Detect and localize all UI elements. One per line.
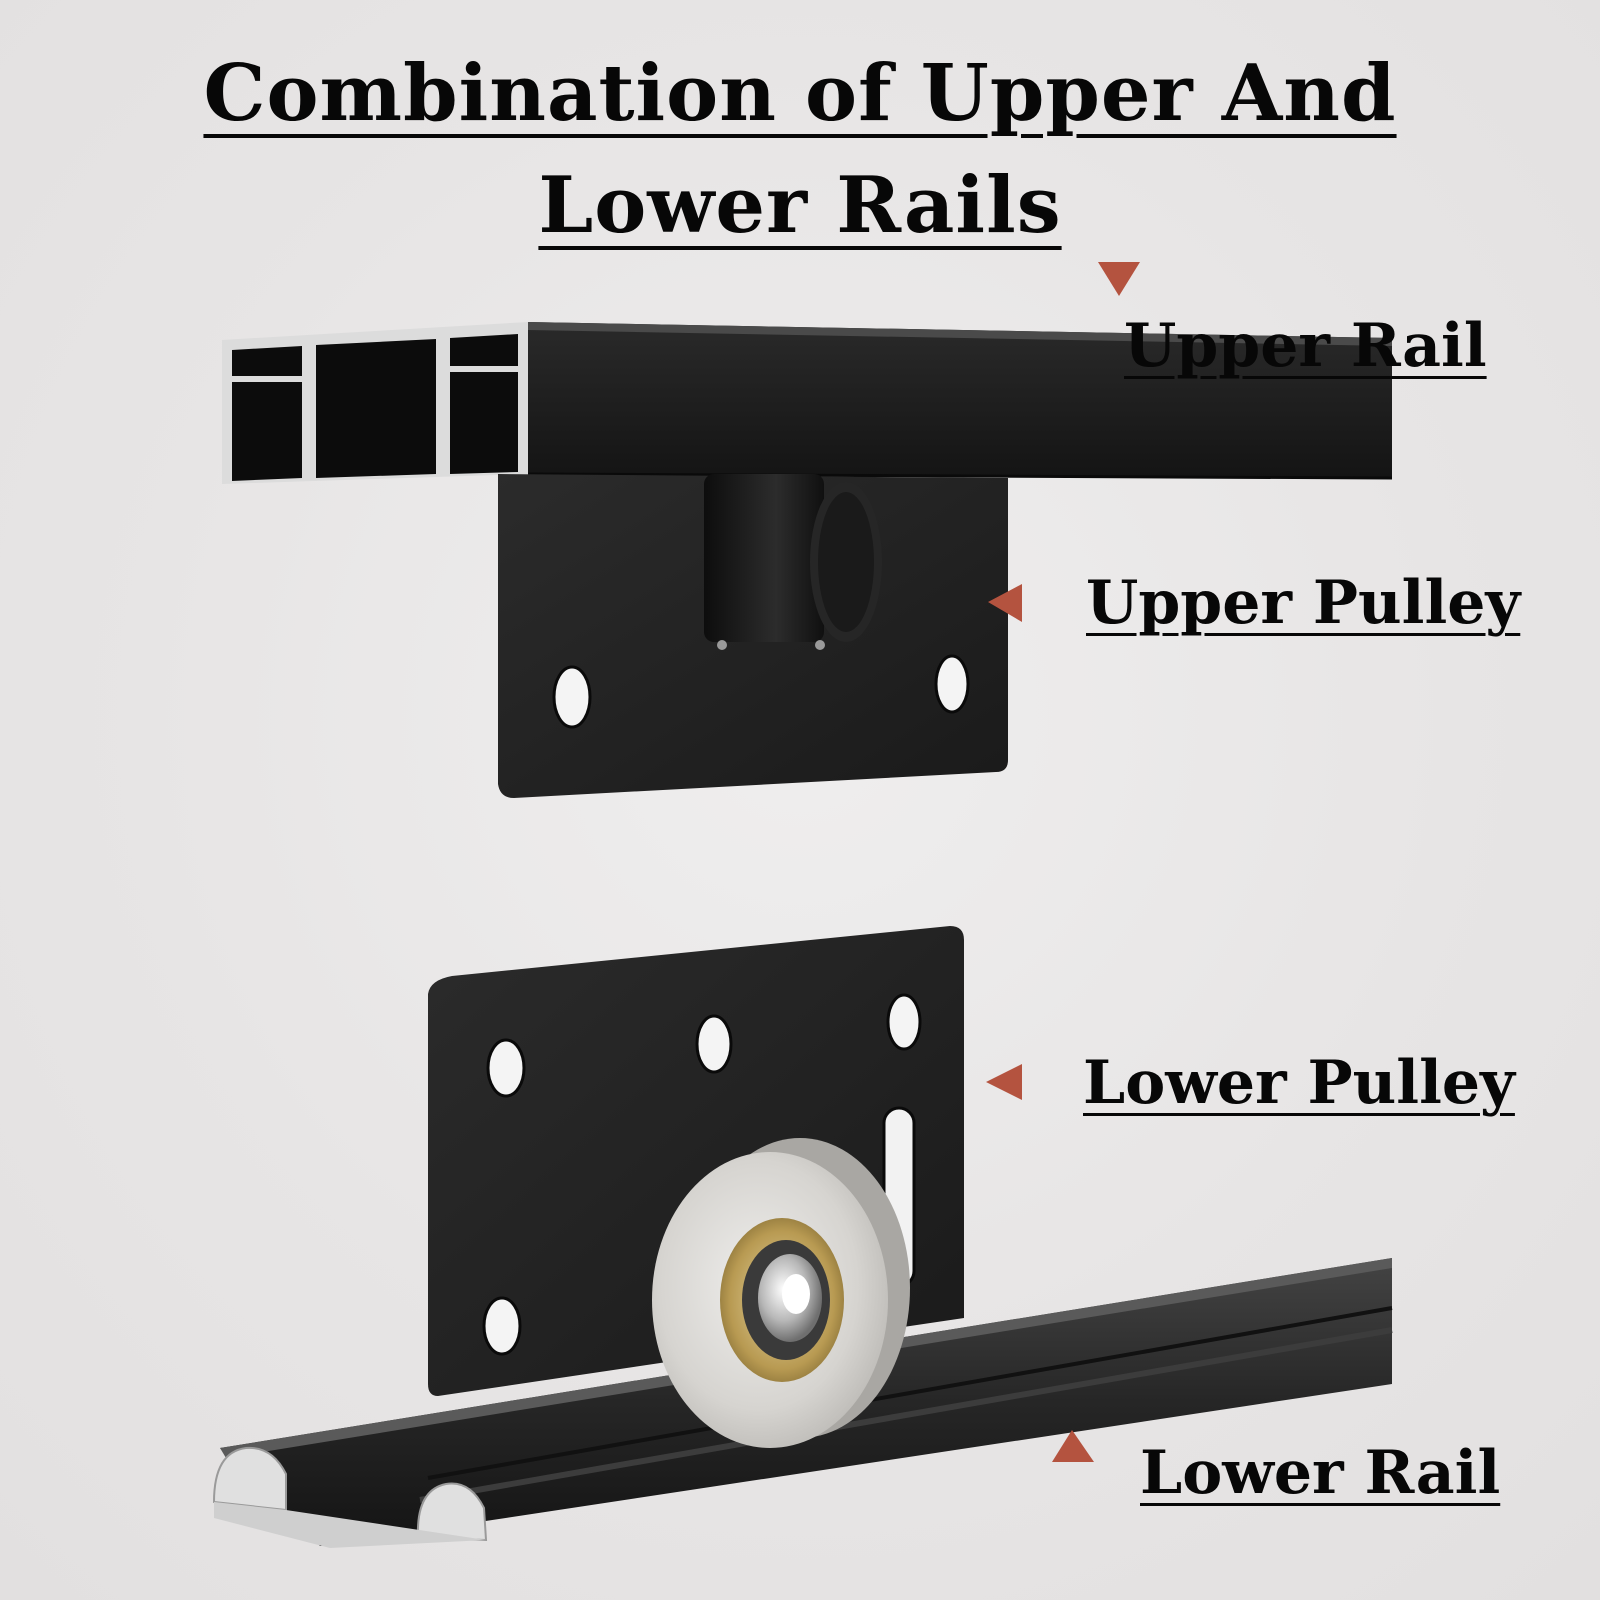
page-title: Combination of Upper And Lower Rails	[203, 48, 1397, 251]
lower-pulley-hole-3	[886, 993, 922, 1051]
upper-pulley-roller-body	[704, 474, 824, 642]
lower-pulley-wheel	[652, 1138, 910, 1448]
lower-pulley-hole-2	[695, 1014, 733, 1074]
upper-rail-channel-2	[316, 339, 436, 478]
upper-pulley	[498, 474, 1008, 798]
lower-rail-profile	[212, 1446, 287, 1512]
upper-rail	[222, 322, 1393, 484]
upper-rail-body	[528, 322, 1392, 478]
triangle-left-icon	[986, 1064, 1022, 1100]
label-lower-pulley: Lower Pulley	[1083, 1048, 1515, 1118]
title-block: Combination of Upper And Lower Rails	[60, 38, 1540, 262]
triangle-up-icon	[1052, 1430, 1094, 1462]
triangle-left-icon	[988, 584, 1022, 622]
label-upper-pulley: Upper Pulley	[1086, 568, 1521, 638]
upper-rail-top-face	[528, 322, 1392, 346]
lower-pulley-hole-1	[486, 1038, 526, 1098]
upper-rail-channel-3	[450, 334, 518, 474]
label-upper-rail: Upper Rail	[1124, 311, 1487, 381]
label-lower-rail: Lower Rail	[1140, 1438, 1501, 1508]
lower-pulley-hole-4	[482, 1296, 522, 1356]
upper-rail-channel-1	[232, 346, 302, 481]
triangle-down-icon	[1098, 262, 1140, 296]
upper-pulley-hole-left	[552, 665, 592, 729]
upper-pulley-hole-right	[934, 654, 970, 714]
